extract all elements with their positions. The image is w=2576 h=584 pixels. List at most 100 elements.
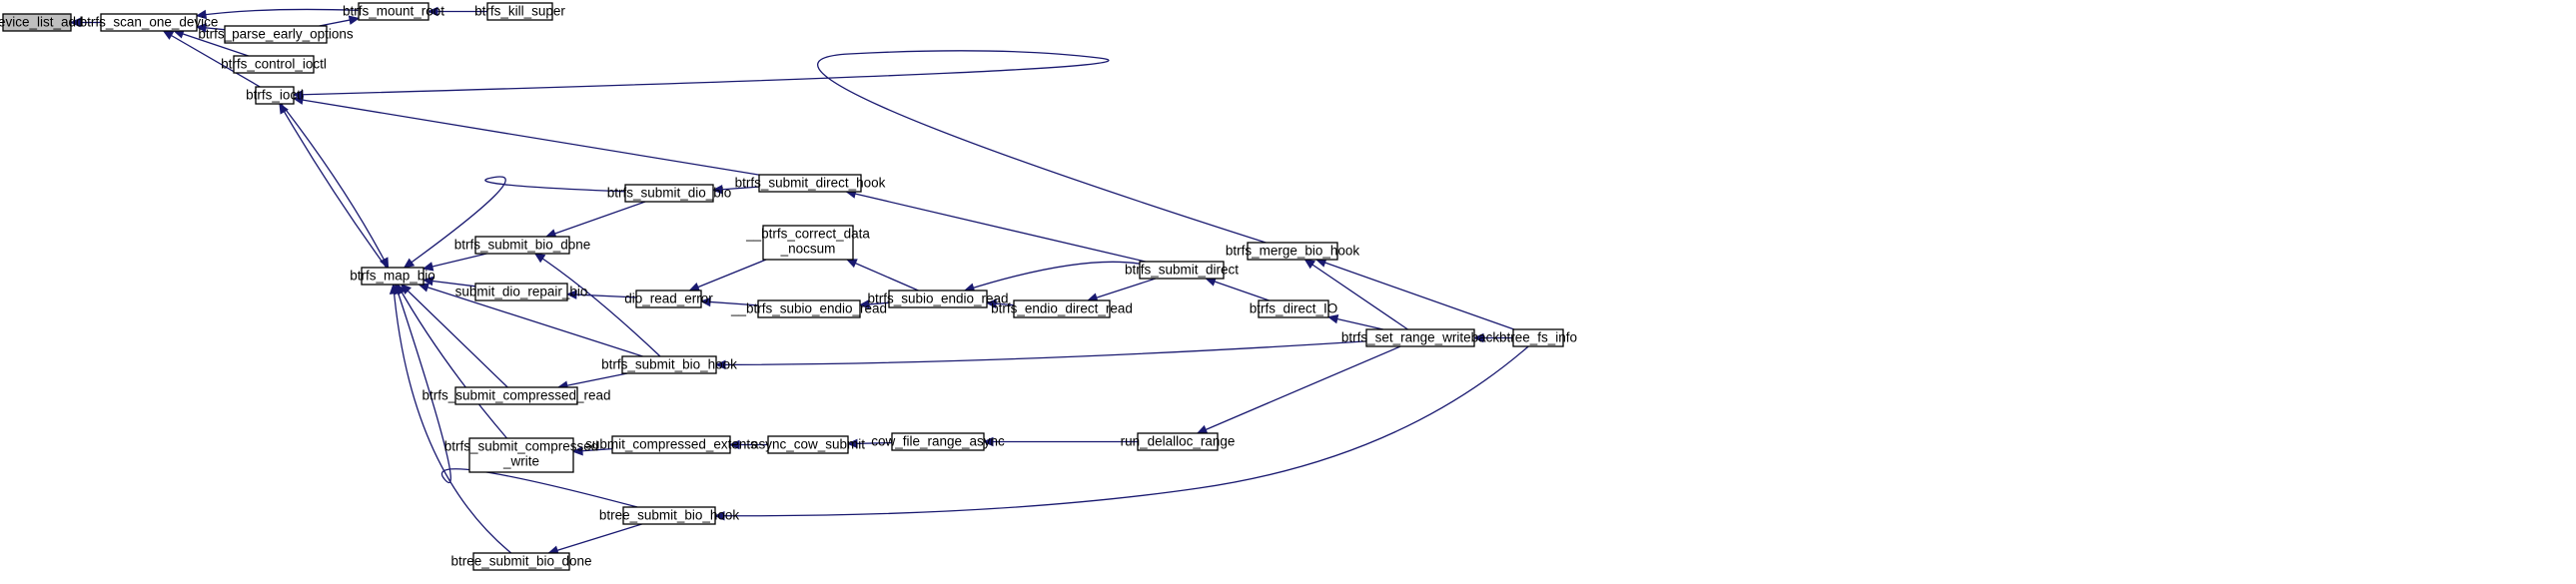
node-box — [474, 283, 568, 301]
node-box — [1365, 328, 1475, 347]
arrowhead — [982, 436, 994, 447]
node-box — [255, 86, 295, 105]
node-btrfs-merge-bio-hook[interactable]: btrfs_merge_bio_hook — [1226, 242, 1360, 261]
node-label: __btrfs_subio_endio_read — [730, 301, 887, 316]
edge-line — [279, 103, 388, 269]
edge-line — [1304, 259, 1408, 330]
node---btrfs-correct-data-nocsum[interactable]: __btrfs_correct_data_nocsum — [745, 225, 870, 261]
node-label: _write — [502, 454, 539, 469]
node-label: run_delalloc_range — [1121, 434, 1236, 449]
edge-line — [689, 259, 767, 292]
arrowhead — [714, 359, 726, 370]
edge-line — [281, 103, 390, 269]
node-btrfs-kill-super[interactable]: btrfs_kill_super — [474, 2, 565, 21]
edge-btrfs-merge-bio-hook-to-btrfs-ioctl — [292, 50, 1267, 244]
edge-run-delalloc-range-to-cow-file-range-async — [982, 436, 1138, 447]
edge-line — [395, 284, 638, 508]
edge-line — [1197, 345, 1401, 434]
node-box — [1512, 328, 1564, 347]
node-box — [891, 432, 985, 451]
node-btree-submit-bio-hook[interactable]: btree_submit_bio_hook — [599, 506, 740, 525]
node-async-cow-submit[interactable]: async_cow_submit — [751, 435, 865, 454]
edge-line — [964, 261, 1141, 292]
node-btree-submit-bio-done[interactable]: btree_submit_bio_done — [450, 552, 592, 571]
node-label: btrfs_mount_root — [343, 4, 444, 19]
arrowhead — [688, 283, 701, 292]
node-btree-fs-info[interactable]: btree_fs_info — [1499, 328, 1577, 347]
node-btrfs-control-ioctl[interactable]: btrfs_control_ioctl — [221, 55, 327, 74]
edge-btrfs-direct-IO-to-btrfs-submit-direct — [1205, 277, 1270, 301]
arrowhead — [195, 9, 208, 20]
edge-line — [174, 30, 249, 57]
arrowhead — [1472, 332, 1484, 343]
edge-line — [714, 345, 1529, 517]
arrowhead — [571, 445, 583, 456]
node-btrfs-ioctl[interactable]: btrfs_ioctl — [246, 86, 304, 105]
edge-btrfs-submit-direct-to-btrfs-endio-direct-read — [1086, 278, 1157, 302]
edge-btrfs-parse-early-options-to-btrfs-scan-one-device — [195, 23, 226, 33]
node-label: btree_submit_bio_done — [450, 554, 591, 569]
node-btrfs-submit-bio-done[interactable]: btrfs_submit_bio_done — [454, 236, 591, 255]
node-box — [100, 13, 198, 32]
node-label: btrfs_subio_endio_read — [867, 292, 1008, 306]
node-btrfs-subio-endio-read[interactable]: btrfs_subio_endio_read — [867, 290, 1009, 308]
arrowhead — [379, 257, 390, 270]
node-btrfs-endio-direct-read[interactable]: btrfs_endio_direct_read — [991, 299, 1133, 318]
edge-line — [419, 284, 643, 357]
edge-async-cow-submit-to-submit-compressed-extents — [728, 439, 768, 450]
node-label: btrfs_direct_IO — [1250, 301, 1338, 316]
node-box — [1247, 242, 1338, 261]
edge-submit-dio-repair-bio-to-btrfs-map-bio — [422, 276, 476, 288]
edge-line — [293, 97, 760, 176]
edge-line — [393, 284, 512, 554]
node-btrfs-submit-bio-hook[interactable]: btrfs_submit_bio_hook — [601, 355, 737, 374]
node-btrfs-parse-early-options[interactable]: btrfs_parse_early_options — [198, 25, 354, 44]
node-box — [474, 236, 570, 255]
arrowhead — [858, 299, 870, 309]
node-btrfs-map-bio[interactable]: btrfs_map_bio — [350, 267, 435, 286]
node-btrfs-submit-direct-hook[interactable]: btrfs_submit_direct_hook — [735, 174, 886, 193]
edge-line — [548, 523, 642, 554]
arrowhead — [845, 259, 858, 269]
node-btrfs-submit-compressed-write[interactable]: btrfs_submit_compressed_write — [444, 437, 599, 473]
node-run-delalloc-range[interactable]: run_delalloc_range — [1121, 432, 1236, 451]
node-label: btrfs_ioctl — [246, 88, 304, 103]
node-label: btrfs_set_range_writeback — [1341, 330, 1500, 345]
node-label: btrfs_submit_direct_hook — [735, 176, 886, 191]
node-box — [635, 290, 702, 308]
arrowhead — [422, 276, 434, 287]
node-label: btree_submit_bio_hook — [599, 508, 740, 523]
node-btrfs-submit-compressed-read[interactable]: btrfs_submit_compressed_read — [422, 386, 611, 405]
node-btrfs-mount-root[interactable]: btrfs_mount_root — [343, 2, 444, 21]
edge---btrfs-subio-endio-read-to-dio-read-error — [699, 296, 759, 307]
edge-line — [163, 30, 261, 88]
node-btrfs-direct-IO[interactable]: btrfs_direct_IO — [1250, 299, 1338, 318]
node-submit-compressed-extents[interactable]: submit_compressed_extents — [585, 435, 757, 454]
node-btrfs-submit-direct[interactable]: btrfs_submit_direct — [1125, 261, 1239, 280]
edge-btree-fs-info-to-btrfs-set-range-writeback — [1472, 332, 1513, 343]
node-btrfs-scan-one-device[interactable]: btrfs_scan_one_device — [80, 13, 219, 32]
node-btrfs-set-range-writeback[interactable]: btrfs_set_range_writeback — [1341, 328, 1500, 347]
node-box — [757, 299, 861, 318]
node-device-list-add[interactable]: device_list_add — [0, 13, 84, 32]
edge-line — [404, 176, 626, 269]
edge-btrfs-kill-super-to-btrfs-mount-root — [427, 6, 487, 17]
node-label: btrfs_endio_direct_read — [991, 301, 1133, 316]
node-btrfs-submit-dio-bio[interactable]: btrfs_submit_dio_bio — [607, 184, 732, 203]
node-dio-read-error[interactable]: dio_read_error — [624, 290, 713, 308]
node---btrfs-subio-endio-read[interactable]: __btrfs_subio_endio_read — [730, 299, 887, 318]
edge-cow-file-range-async-to-async-cow-submit — [846, 438, 893, 449]
edge-line — [715, 340, 1367, 366]
node-label: btrfs_submit_dio_bio — [607, 186, 732, 201]
node-cow-file-range-async[interactable]: cow_file_range_async — [871, 432, 1005, 451]
node-label: dio_read_error — [624, 292, 713, 306]
arrowhead — [533, 253, 546, 264]
node-box — [468, 437, 574, 473]
node-label: btrfs_kill_super — [474, 4, 565, 19]
node-submit-dio-repair-bio[interactable]: submit_dio_repair_bio — [455, 283, 588, 301]
node-label: btrfs_map_bio — [350, 269, 435, 284]
arrowhead — [565, 290, 577, 299]
node-box — [624, 184, 714, 203]
node-box — [486, 2, 553, 21]
edge-btrfs-submit-direct-hook-to-btrfs-ioctl — [292, 95, 760, 176]
